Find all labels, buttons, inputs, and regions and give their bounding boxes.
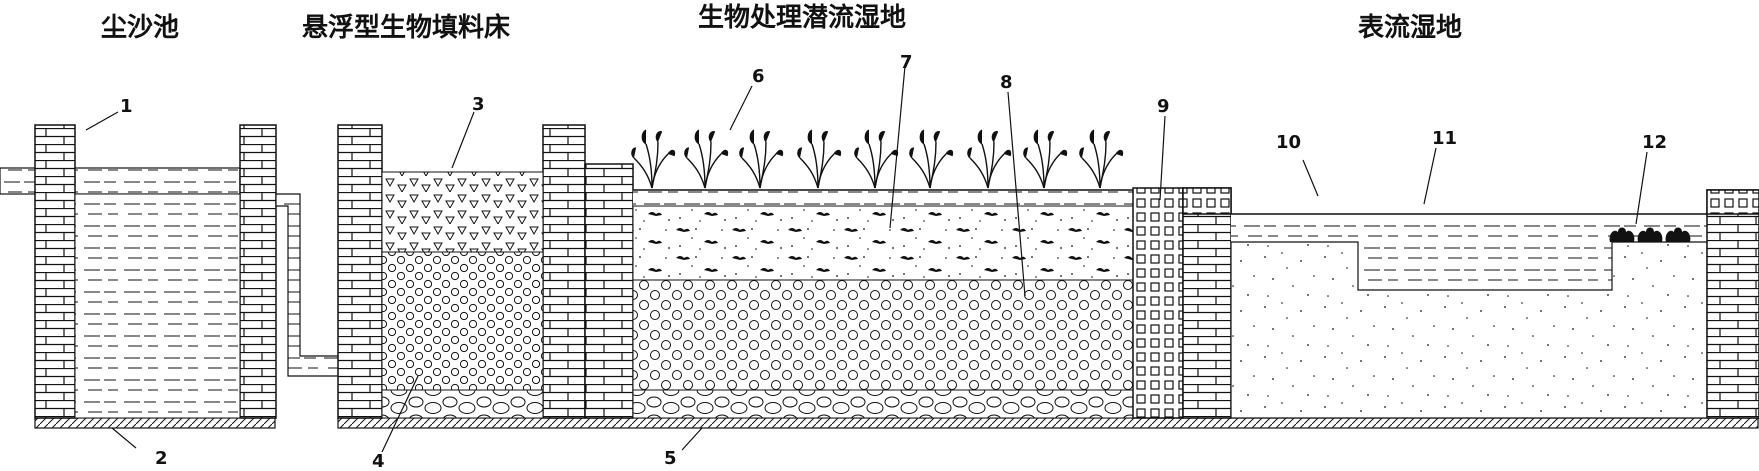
callout-7: 7 bbox=[900, 52, 913, 73]
grit-chamber bbox=[34, 124, 277, 419]
section-title-subsurface-wetland: 生物处理潜流湿地 bbox=[698, 3, 906, 33]
ground-base bbox=[34, 417, 276, 429]
callout-3: 3 bbox=[472, 94, 485, 115]
callout-8: 8 bbox=[1000, 72, 1013, 93]
section-title-suspended-bed: 悬浮型生物填料床 bbox=[302, 12, 510, 43]
callout-4: 4 bbox=[372, 451, 385, 471]
callout-11: 11 bbox=[1432, 128, 1457, 149]
callout-10: 10 bbox=[1276, 132, 1301, 153]
subsurface-wetland bbox=[631, 129, 1134, 419]
callout-6: 6 bbox=[752, 66, 765, 87]
floating-plants bbox=[1609, 227, 1691, 242]
suspended-filler-bed bbox=[337, 124, 634, 419]
ground-base bbox=[337, 417, 1759, 429]
surface-wetland bbox=[1230, 189, 1759, 419]
perforated-wall bbox=[1132, 187, 1232, 419]
section-title-grit-chamber: 尘沙池 bbox=[101, 13, 179, 43]
callout-2: 2 bbox=[155, 448, 168, 469]
callout-9: 9 bbox=[1157, 96, 1170, 117]
callout-5: 5 bbox=[664, 448, 677, 469]
wetland-reeds bbox=[631, 129, 1124, 189]
leader-lines bbox=[85, 65, 1648, 453]
callout-12: 12 bbox=[1642, 132, 1667, 153]
section-title-surface-wetland: 表流湿地 bbox=[1358, 13, 1462, 43]
callout-1: 1 bbox=[120, 96, 133, 117]
